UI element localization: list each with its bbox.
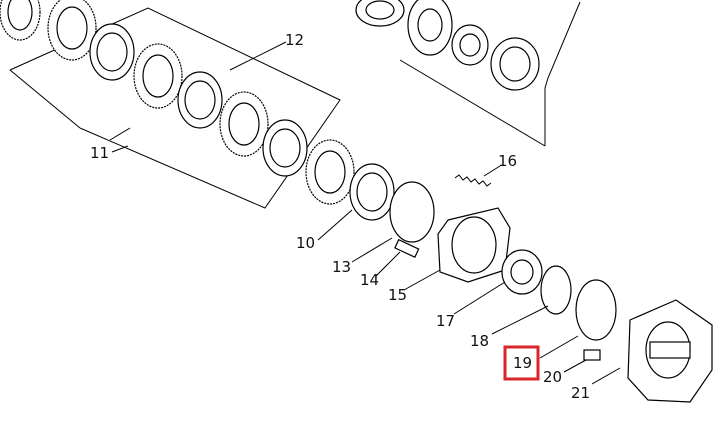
callout-21: 21 bbox=[571, 384, 590, 402]
callout-17: 17 bbox=[436, 312, 455, 330]
callout-11: 11 bbox=[90, 144, 109, 162]
callout-18: 18 bbox=[470, 332, 489, 350]
callout-12: 12 bbox=[285, 31, 304, 49]
callout-13: 13 bbox=[332, 258, 351, 276]
callout-15: 15 bbox=[388, 286, 407, 304]
callout-16: 16 bbox=[498, 152, 517, 170]
callout-labels: 11 12 10 13 14 15 16 17 18 19 20 21 bbox=[90, 31, 590, 402]
callout-19: 19 bbox=[513, 354, 532, 372]
leader-lines bbox=[111, 41, 621, 385]
callout-10: 10 bbox=[296, 234, 315, 252]
small-parts bbox=[389, 174, 511, 283]
callout-20: 20 bbox=[543, 368, 562, 386]
clutch-disc-pack bbox=[0, 0, 395, 221]
cover-parts bbox=[501, 249, 713, 403]
callout-19-highlight bbox=[503, 345, 540, 381]
gear-assembly-top bbox=[355, 0, 540, 91]
callout-14: 14 bbox=[360, 271, 379, 289]
